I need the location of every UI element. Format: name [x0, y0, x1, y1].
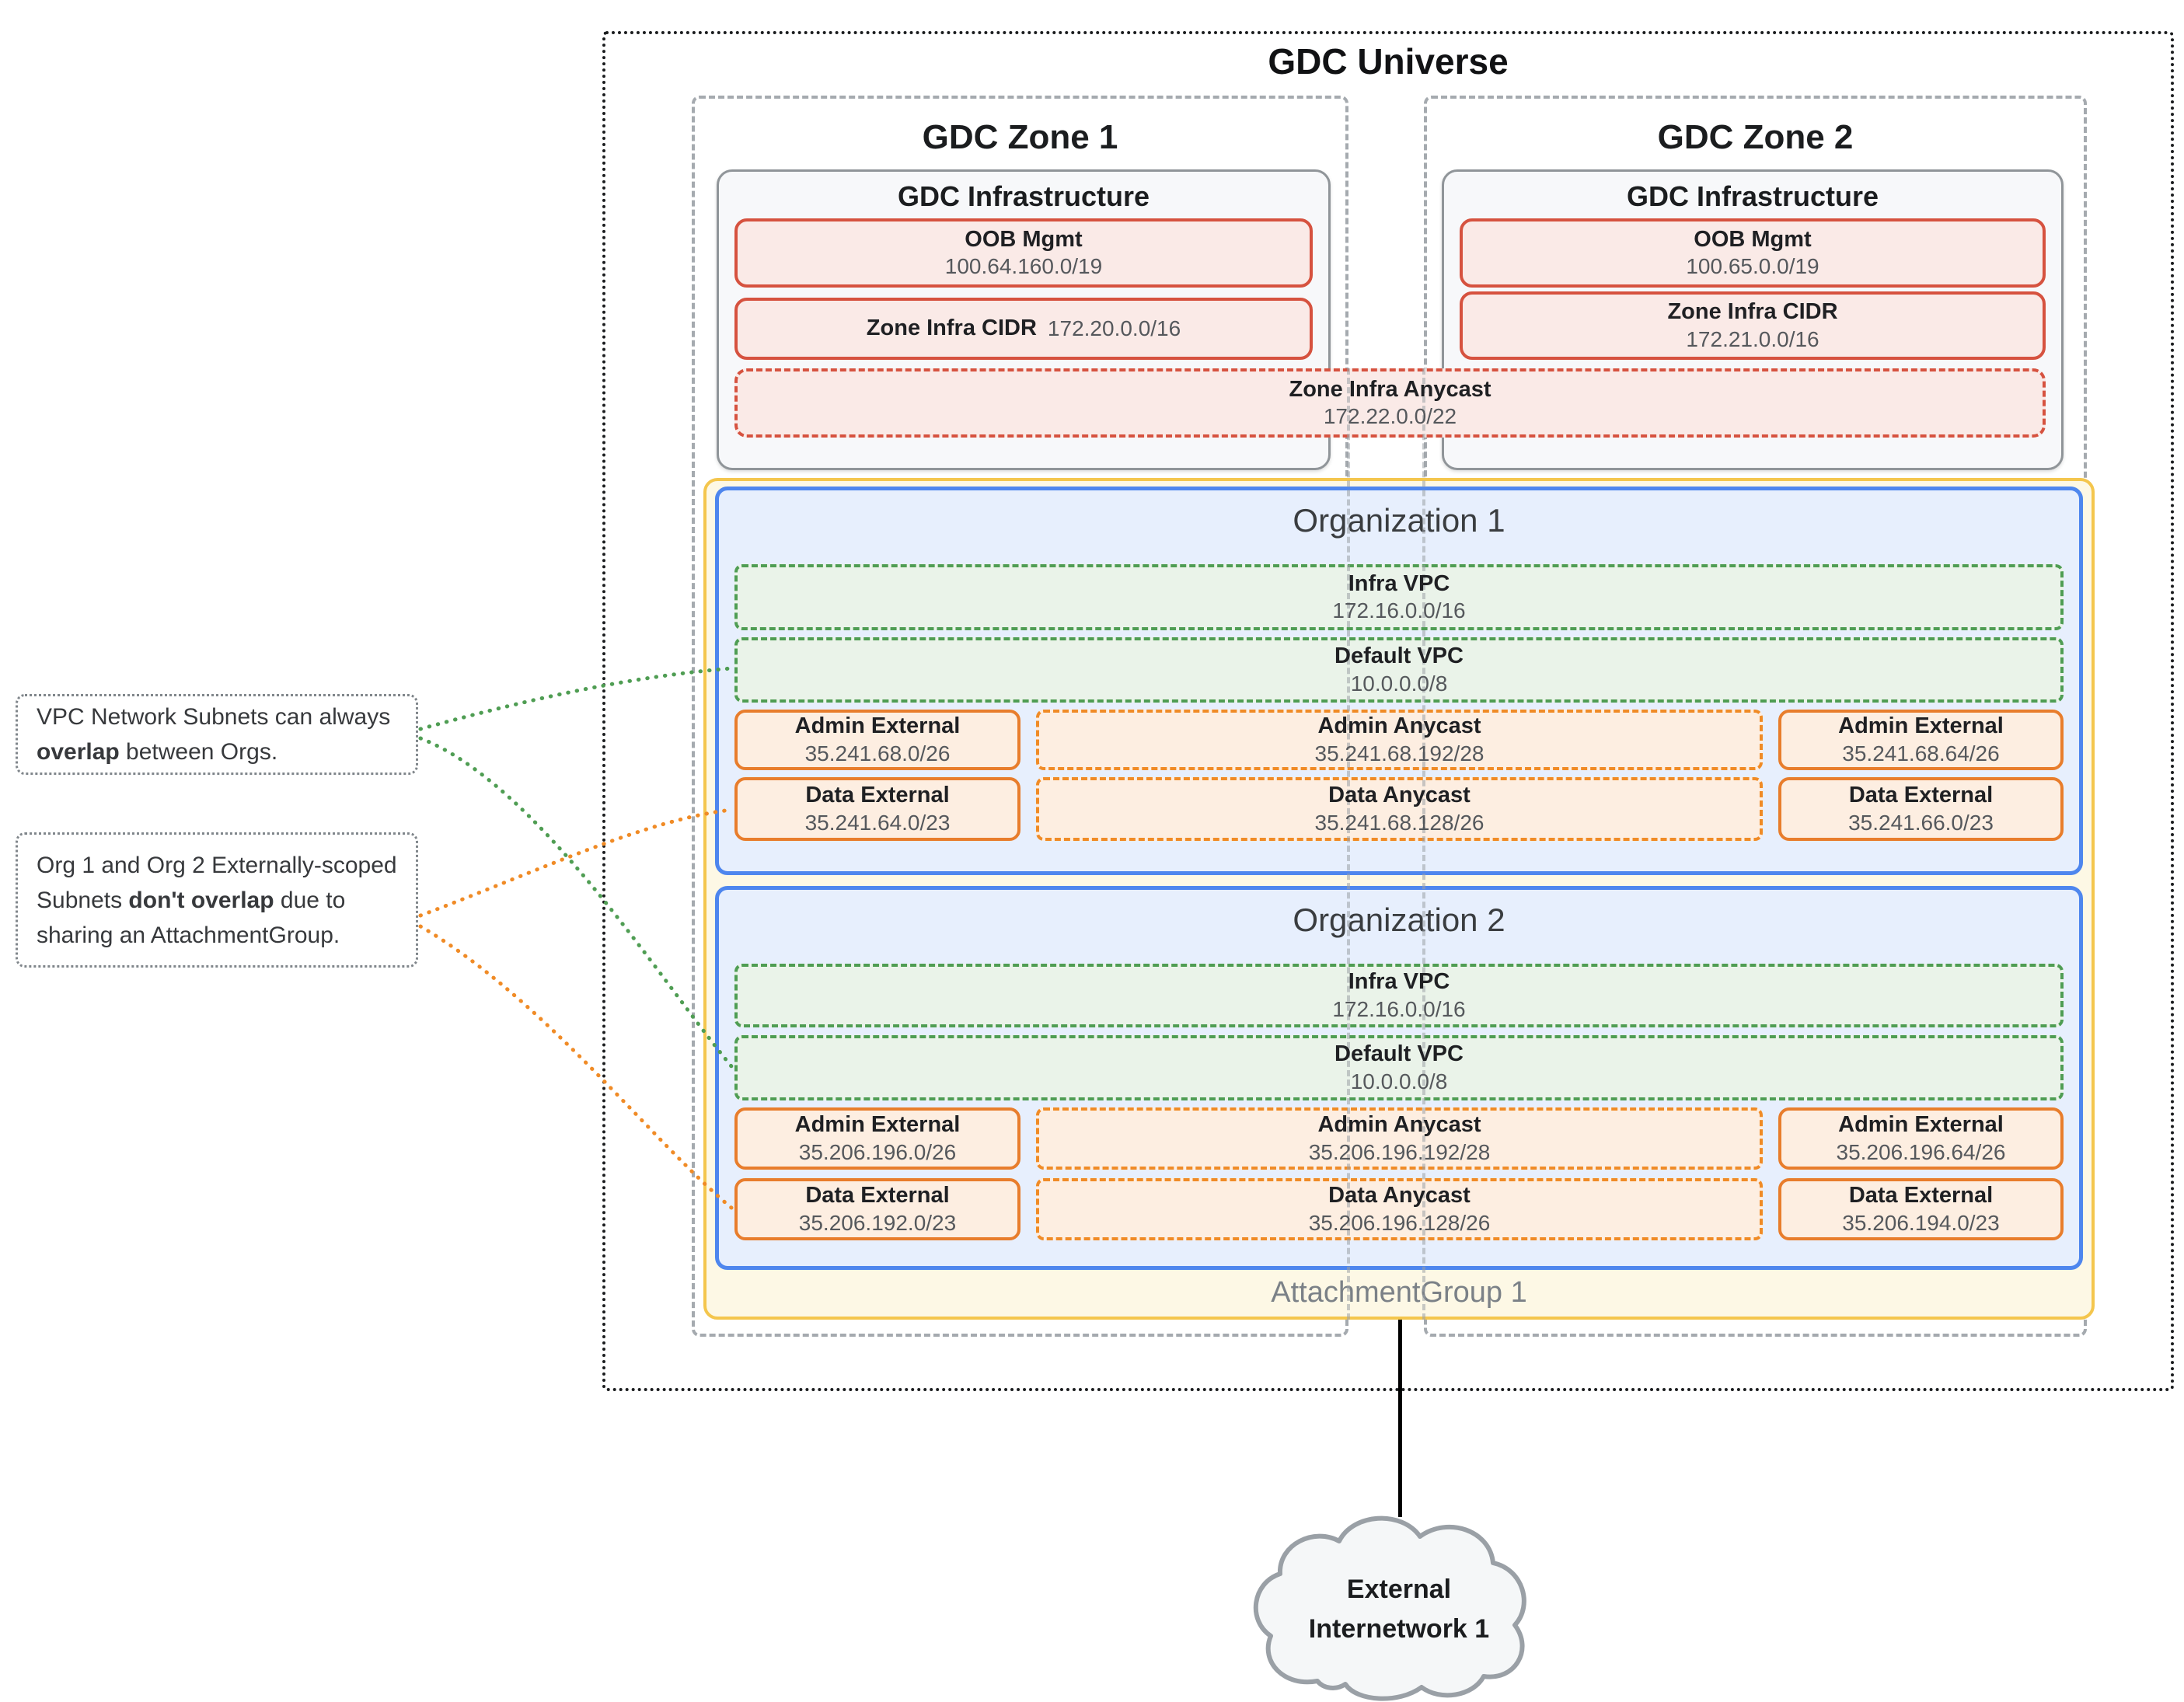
org2-data-external-left-value: 35.206.192.0/23: [798, 1210, 957, 1235]
org2-admin-external-right-value: 35.206.196.64/26: [1836, 1139, 2006, 1164]
organization1-title: Organization 1: [1293, 502, 1505, 539]
organization2-title: Organization 2: [1293, 902, 1505, 938]
org2-data-external-left-label: Data External: [805, 1183, 950, 1208]
org2-admin-external-right-label: Admin External: [1838, 1112, 2004, 1138]
org1-data-external-right-box: Data External 35.241.66.0/23: [1778, 777, 2064, 841]
org2-data-anycast-label: Data Anycast: [1328, 1183, 1471, 1208]
org1-infra-vpc-box: Infra VPC 172.16.0.0/16: [734, 564, 2064, 630]
oob-mgmt-zone1-box: OOB Mgmt 100.64.160.0/19: [734, 218, 1313, 288]
zone-infra-cidr-zone1-value: 172.20.0.0/16: [1047, 316, 1181, 340]
oob-mgmt-zone2-value: 100.65.0.0/19: [1686, 254, 1819, 279]
annotation-overlap-pre: VPC Network Subnets can always: [37, 704, 391, 730]
org1-data-anycast-label: Data Anycast: [1328, 783, 1471, 808]
org1-data-external-left-value: 35.241.64.0/23: [804, 810, 951, 835]
external-internetwork-label: External Internetwork 1: [1308, 1575, 1490, 1644]
org2-admin-external-left-box: Admin External 35.206.196.0/26: [734, 1107, 1020, 1170]
org1-data-external-left-box: Data External 35.241.64.0/23: [734, 777, 1020, 841]
org2-default-vpc-label: Default VPC: [1334, 1041, 1464, 1067]
zone-infra-anycast-box: Zone Infra Anycast 172.22.0.0/22: [734, 368, 2046, 438]
zone-infra-cidr-zone2-box: Zone Infra CIDR 172.21.0.0/16: [1460, 291, 2046, 360]
annotation-no-overlap-post: due to sharing an AttachmentGroup.: [37, 887, 346, 948]
zone-infra-cidr-zone2-value: 172.21.0.0/16: [1686, 326, 1819, 351]
org1-default-vpc-label: Default VPC: [1334, 643, 1464, 669]
zone-infra-anycast-label: Zone Infra Anycast: [1289, 376, 1491, 402]
org1-default-vpc-value: 10.0.0.0/8: [1350, 671, 1448, 696]
org2-data-anycast-box: Data Anycast 35.206.196.128/26: [1036, 1178, 1763, 1240]
gdc-zone2-title: GDC Zone 2: [1657, 118, 1854, 156]
org1-admin-external-left-box: Admin External 35.241.68.0/26: [734, 710, 1020, 770]
org1-admin-external-left-value: 35.241.68.0/26: [804, 741, 951, 766]
annotation-overlap-post: between Orgs.: [119, 739, 278, 765]
org2-infra-vpc-label: Infra VPC: [1348, 969, 1450, 995]
org2-admin-anycast-label: Admin Anycast: [1317, 1112, 1481, 1138]
org1-data-anycast-box: Data Anycast 35.241.68.128/26: [1036, 777, 1763, 841]
oob-mgmt-zone2-label: OOB Mgmt: [1694, 226, 1812, 252]
gdc-universe-title: GDC Universe: [1268, 41, 1509, 82]
oob-mgmt-zone1-value: 100.64.160.0/19: [944, 254, 1103, 279]
zone-infra-cidr-zone2-label: Zone Infra CIDR: [1667, 299, 1838, 325]
gdc-infrastructure-zone1-title: GDC Infrastructure: [897, 180, 1150, 212]
org1-admin-external-right-box: Admin External 35.241.68.64/26: [1778, 710, 2064, 770]
org2-data-external-right-label: Data External: [1848, 1183, 1994, 1208]
org2-admin-external-left-value: 35.206.196.0/26: [798, 1139, 957, 1164]
zone1-inner-edge-overlay: [1347, 368, 1350, 1320]
org1-admin-anycast-value: 35.241.68.192/28: [1314, 741, 1484, 766]
annotation-no-overlap: Org 1 and Org 2 Externally-scoped Subnet…: [16, 832, 418, 968]
oob-mgmt-zone1-label: OOB Mgmt: [965, 226, 1083, 252]
zone-infra-cidr-zone1-box: Zone Infra CIDR 172.20.0.0/16: [734, 298, 1313, 360]
org1-admin-external-right-label: Admin External: [1838, 713, 2004, 739]
gdc-zone1-title: GDC Zone 1: [922, 118, 1118, 156]
org2-data-anycast-value: 35.206.196.128/26: [1308, 1210, 1491, 1235]
zone-infra-anycast-value: 172.22.0.0/22: [1323, 404, 1457, 429]
org1-data-external-right-value: 35.241.66.0/23: [1848, 810, 1994, 835]
org2-admin-external-right-box: Admin External 35.206.196.64/26: [1778, 1107, 2064, 1170]
attachment-to-internetwork-line: [1398, 1320, 1402, 1517]
org1-infra-vpc-value: 172.16.0.0/16: [1332, 598, 1466, 623]
org1-infra-vpc-label: Infra VPC: [1348, 570, 1450, 596]
org2-data-external-right-value: 35.206.194.0/23: [1842, 1210, 2000, 1235]
org1-admin-anycast-box: Admin Anycast 35.241.68.192/28: [1036, 710, 1763, 770]
zone-infra-cidr-zone1-label: Zone Infra CIDR: [866, 316, 1037, 341]
org2-default-vpc-box: Default VPC 10.0.0.0/8: [734, 1035, 2064, 1100]
org2-data-external-left-box: Data External 35.206.192.0/23: [734, 1178, 1020, 1240]
annotation-overlap: VPC Network Subnets can always overlap b…: [16, 694, 418, 775]
org2-admin-external-left-label: Admin External: [794, 1112, 961, 1138]
gdc-infrastructure-zone2-title: GDC Infrastructure: [1626, 180, 1879, 212]
external-internetwork-cloud: [1253, 1515, 1526, 1701]
org2-admin-anycast-box: Admin Anycast 35.206.196.192/28: [1036, 1107, 1763, 1170]
org2-default-vpc-value: 10.0.0.0/8: [1350, 1069, 1448, 1093]
annotation-no-overlap-pre: Org 1 and Org 2 Externally-scoped Subnet…: [37, 852, 397, 913]
oob-mgmt-zone2-box: OOB Mgmt 100.65.0.0/19: [1460, 218, 2046, 288]
org1-default-vpc-box: Default VPC 10.0.0.0/8: [734, 637, 2064, 703]
org2-admin-anycast-value: 35.206.196.192/28: [1308, 1139, 1491, 1164]
org2-infra-vpc-box: Infra VPC 172.16.0.0/16: [734, 964, 2064, 1027]
cloud-shape: [1253, 1515, 1526, 1701]
org1-admin-external-left-label: Admin External: [794, 713, 961, 739]
org1-data-anycast-value: 35.241.68.128/26: [1314, 810, 1484, 835]
org1-admin-anycast-label: Admin Anycast: [1317, 713, 1481, 739]
annotation-no-overlap-bold: don't overlap: [128, 887, 274, 913]
org1-data-external-right-label: Data External: [1848, 783, 1994, 808]
org2-infra-vpc-value: 172.16.0.0/16: [1332, 996, 1466, 1021]
org1-data-external-left-label: Data External: [805, 783, 950, 808]
zone2-inner-edge-overlay: [1422, 368, 1425, 1320]
attachment-group-label: AttachmentGroup 1: [1271, 1276, 1527, 1309]
org1-admin-external-right-value: 35.241.68.64/26: [1842, 741, 2000, 766]
annotation-overlap-bold: overlap: [37, 739, 120, 765]
org2-data-external-right-box: Data External 35.206.194.0/23: [1778, 1178, 2064, 1240]
